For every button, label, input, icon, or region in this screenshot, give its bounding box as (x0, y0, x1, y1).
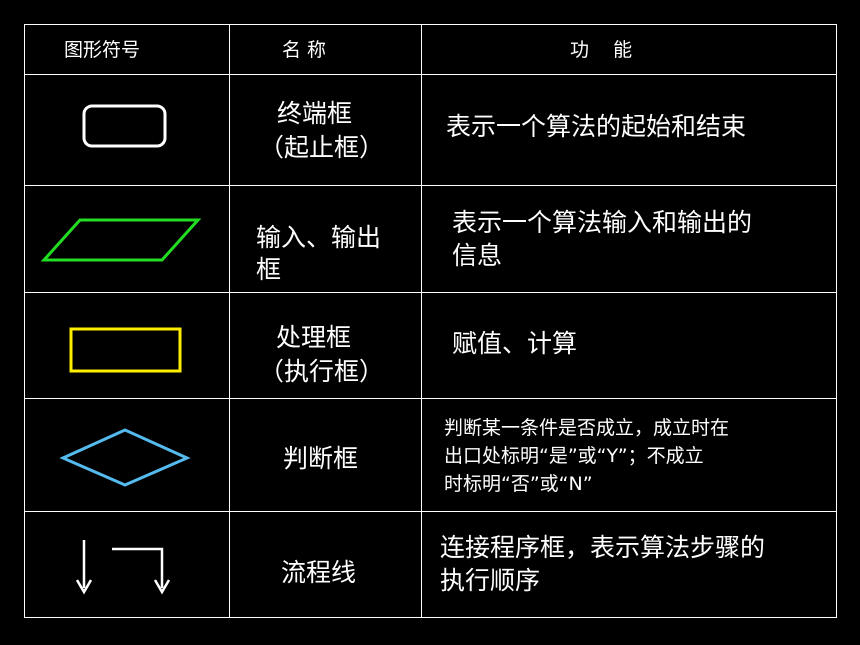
parallelogram-icon (40, 218, 202, 262)
header-function: 功 能 (570, 39, 633, 61)
row-function: 表示一个算法输入和输出的 (452, 208, 753, 237)
diamond-icon (59, 428, 191, 487)
row-function-cont: 执行顺序 (440, 566, 541, 595)
table-border-right (836, 24, 837, 618)
rounded-rectangle-icon (82, 104, 167, 148)
header-name: 名 称 (282, 39, 327, 61)
row-name-sub: （起止框） (259, 133, 385, 162)
column-divider (421, 24, 422, 618)
row-name: 流程线 (281, 558, 357, 587)
row-function: 连接程序框，表示算法步骤的 (440, 533, 766, 562)
row-name-sub: 框 (256, 255, 282, 284)
row-name: 终端框 (277, 99, 353, 128)
row-divider (24, 398, 837, 399)
row-divider (24, 74, 837, 75)
rectangle-icon (69, 327, 182, 373)
row-name-sub: （执行框） (259, 357, 385, 386)
table-border-top (24, 24, 837, 25)
row-function: 赋值、计算 (452, 329, 578, 358)
column-divider (229, 24, 230, 618)
row-name: 输入、输出 (256, 223, 382, 252)
row-function: 表示一个算法的起始和结束 (446, 112, 747, 141)
flow-arrows-icon (75, 540, 171, 595)
row-function-cont: 信息 (452, 241, 503, 270)
table-border-left (24, 24, 25, 618)
row-function-cont: 时标明“否”或“N” (444, 473, 593, 495)
row-divider (24, 511, 837, 512)
row-function: 判断某一条件是否成立，成立时在 (444, 417, 730, 439)
row-function-cont: 出口处标明“是”或“Y”；不成立 (444, 445, 704, 467)
row-name: 判断框 (283, 444, 359, 473)
header-symbol: 图形符号 (64, 39, 141, 61)
row-divider (24, 185, 837, 186)
row-divider (24, 292, 837, 293)
row-name: 处理框 (276, 323, 352, 352)
table-border-bottom (24, 617, 837, 618)
